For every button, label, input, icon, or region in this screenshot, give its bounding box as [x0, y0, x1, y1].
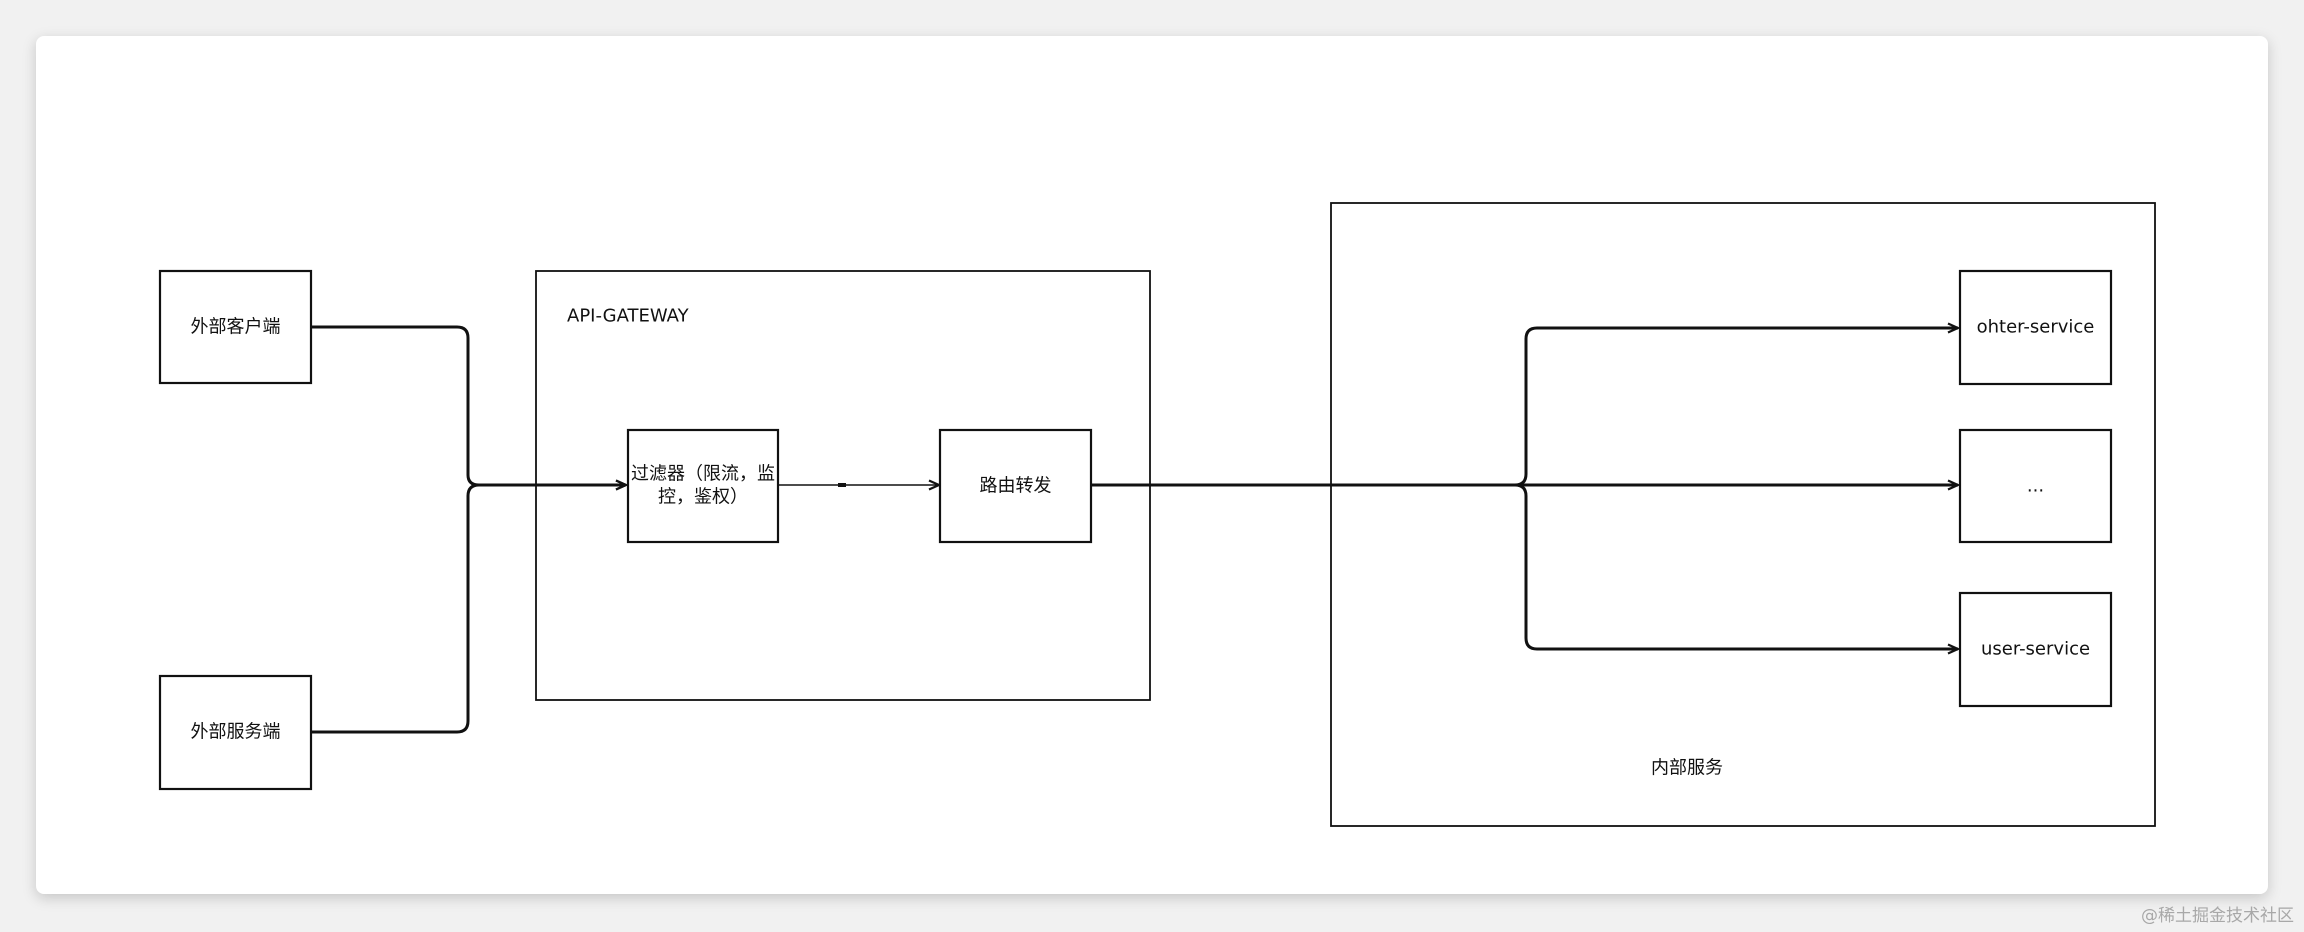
external-client-node: 外部客户端 — [158, 269, 313, 385]
routing-node: 路由转发 — [938, 428, 1093, 544]
external-service-node: 外部服务端 — [158, 674, 313, 791]
internal-services-title: 内部服务 — [1651, 758, 1723, 779]
other-service-node: ohter-service — [1958, 269, 2113, 386]
connector-midpoint-marker — [838, 483, 846, 487]
connector-routing-to-user-service — [1092, 483, 1958, 649]
diagram-canvas — [36, 36, 2268, 894]
user-service-label: user-service — [1981, 639, 2090, 660]
connector-service-to-filter — [312, 485, 626, 734]
user-service-node: user-service — [1958, 591, 2113, 708]
connector-routing-to-other-service — [1092, 328, 1958, 487]
routing-label: 路由转发 — [980, 476, 1052, 497]
connector-client-to-filter — [312, 325, 626, 485]
api-gateway-title: API-GATEWAY — [567, 306, 690, 327]
filter-node: 过滤器（限流，监 控，鉴权） — [626, 428, 780, 544]
internal-services-container — [1330, 202, 2156, 827]
ellipsis-service-label: ... — [2027, 476, 2044, 497]
external-client-label: 外部客户端 — [191, 317, 281, 338]
ellipsis-service-node: ... — [1958, 428, 2113, 544]
watermark: @稀土掘金技术社区 — [2141, 906, 2294, 926]
other-service-label: ohter-service — [1977, 317, 2095, 338]
filter-label-line1: 过滤器（限流，监 — [631, 464, 775, 485]
filter-label-line2: 控，鉴权） — [658, 487, 748, 508]
external-service-label: 外部服务端 — [191, 722, 281, 743]
